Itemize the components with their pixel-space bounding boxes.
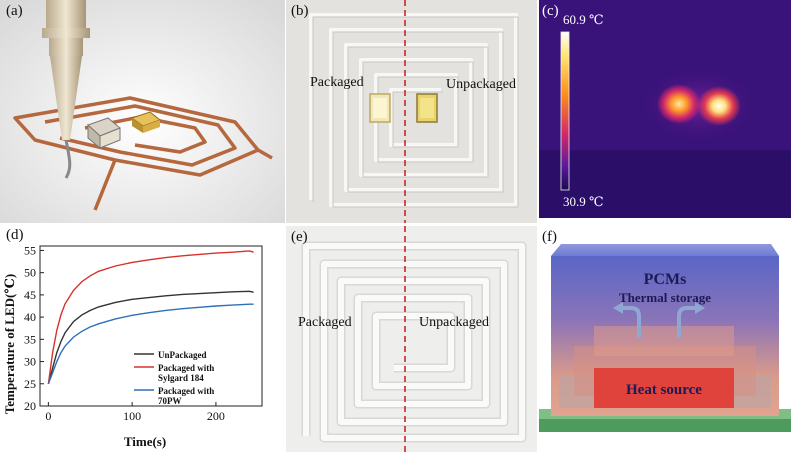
panel-label: (f) — [542, 229, 557, 245]
pcm-label: PCMs — [644, 271, 687, 288]
panel-e-spiral-photo: Packaged Unpackaged (e) — [286, 226, 537, 452]
led-unpackaged — [130, 111, 162, 133]
thermal-storage-label: Thermal storage — [619, 290, 711, 305]
x-tick-label: 200 — [207, 409, 225, 423]
base-plate — [539, 419, 791, 432]
scale-min-label: 30.9 ℃ — [563, 194, 604, 209]
printing-illustration — [0, 0, 285, 223]
panel-a-printing-illustration: (a) — [0, 0, 285, 223]
thermal-image: 60.9 ℃ 30.9 ℃ — [539, 0, 791, 218]
hot-spot-packaged — [657, 84, 701, 124]
x-tick-label: 0 — [45, 409, 51, 423]
scale-max-label: 60.9 ℃ — [563, 12, 604, 27]
panel-b-led-photo: Packaged Unpackaged (b) — [286, 0, 537, 223]
heat-source-label: Heat source — [626, 382, 702, 398]
label-unpackaged: Unpackaged — [446, 77, 516, 92]
y-tick-label: 25 — [24, 377, 36, 391]
temperature-scale-bar — [560, 31, 570, 191]
y-tick-label: 50 — [24, 266, 36, 280]
y-tick-label: 30 — [24, 355, 36, 369]
y-axis-label: Temperature of LED(℃) — [2, 274, 17, 415]
series-line — [47, 250, 254, 384]
heat-source — [594, 368, 734, 408]
legend-label: Sylgard 184 — [158, 373, 204, 383]
y-tick-label: 35 — [24, 332, 36, 346]
y-tick-label: 20 — [24, 399, 36, 413]
copper-trace — [13, 96, 273, 211]
panel-label: (e) — [291, 229, 308, 245]
label-packaged: Packaged — [310, 75, 364, 90]
panel-label: (c) — [542, 3, 559, 19]
legend-label: Packaged with — [158, 363, 214, 373]
hot-spot-unpackaged — [697, 86, 741, 126]
spiral-trace — [303, 243, 525, 441]
panel-label: (b) — [291, 3, 309, 19]
heat-flow-arrows — [623, 306, 695, 338]
label-unpackaged: Unpackaged — [419, 315, 489, 330]
y-tick-label: 40 — [24, 310, 36, 324]
panel-label: (d) — [6, 227, 24, 243]
legend-label: Packaged with — [158, 386, 214, 396]
plot-frame — [39, 245, 263, 407]
x-tick-label: 100 — [123, 409, 141, 423]
spiral-trace — [309, 13, 518, 207]
panel-f-pcm-schematic: PCMs Thermal storage Heat source (f) — [539, 226, 791, 452]
series-line — [47, 290, 254, 384]
legend-label: 70PW — [158, 396, 182, 406]
label-packaged: Packaged — [298, 315, 352, 330]
series-line — [47, 303, 254, 385]
spiral-photo-e: Packaged Unpackaged — [286, 226, 537, 452]
legend-label: UnPackaged — [158, 350, 207, 360]
temperature-line-chart: 20 25 30 35 40 45 50 55 0 100 200 UnPackagedPackage… — [2, 243, 263, 449]
nozzle — [42, 0, 90, 179]
y-tick-label: 55 — [24, 243, 36, 257]
x-axis-label: Time(s) — [124, 434, 166, 449]
panel-c-thermal-image: 60.9 ℃ 30.9 ℃ (c) — [539, 0, 791, 218]
panel-label: (a) — [6, 3, 23, 19]
pcm-schematic: PCMs Thermal storage Heat source — [539, 226, 791, 452]
y-tick-label: 45 — [24, 288, 36, 302]
pcm-top-face — [551, 244, 779, 256]
led-packaged — [87, 117, 121, 150]
spiral-photo: Packaged Unpackaged — [286, 0, 537, 223]
